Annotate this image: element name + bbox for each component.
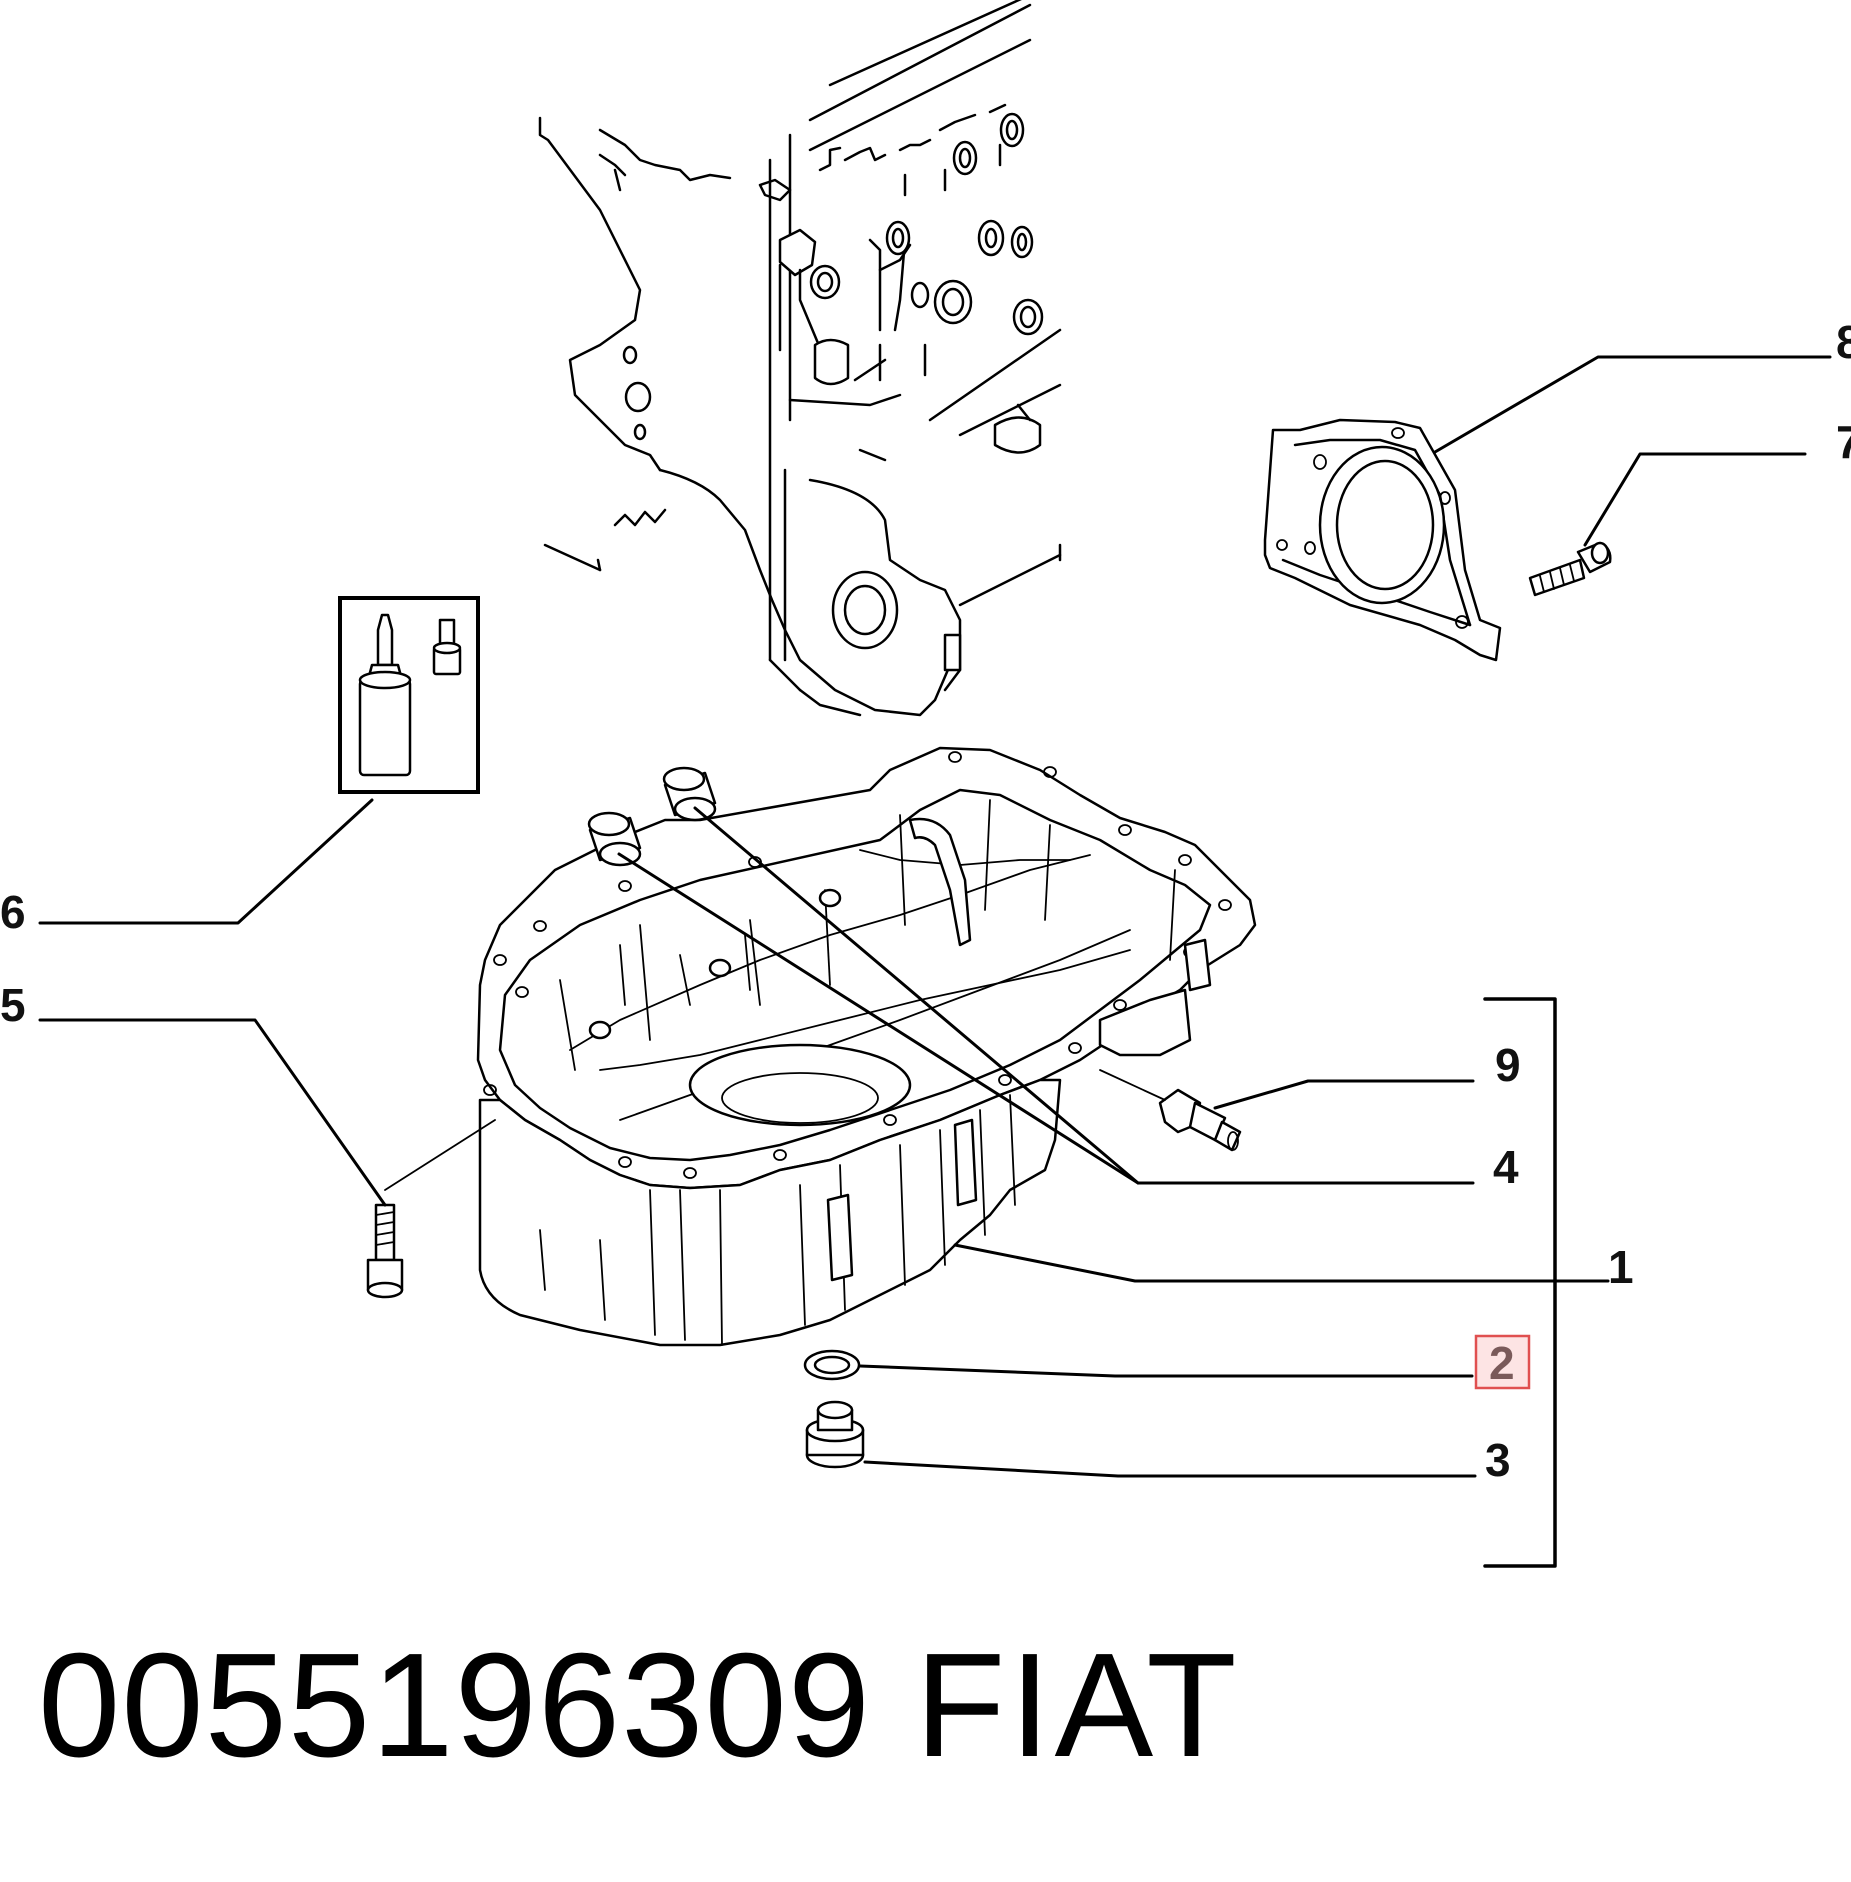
- callout-5: 5: [0, 979, 26, 1031]
- part-6-sealant-kit: [338, 596, 480, 794]
- part-number: 0055196309: [38, 1623, 872, 1788]
- callout-9: 9: [1495, 1039, 1521, 1091]
- callout-7: 7: [1836, 416, 1851, 468]
- part-8-rear-seal-housing: [1263, 418, 1502, 662]
- leader-lines: [38, 355, 1832, 1568]
- callout-labels: 8 7 6 5 9 4 1 2 3: [0, 316, 1851, 1486]
- part-5-bolt: [366, 1203, 404, 1299]
- part-4-dowel-sleeves: [587, 766, 717, 867]
- callout-2-highlight: [1474, 1334, 1531, 1390]
- callout-8: 8: [1836, 316, 1851, 368]
- part-2-washer: [803, 1349, 861, 1381]
- callout-3: 3: [1485, 1434, 1511, 1486]
- brand-name: FIAT: [915, 1623, 1241, 1788]
- engine-block-drawing: [538, 0, 1062, 717]
- part-3-drain-plug: [805, 1400, 865, 1469]
- part-1-oil-sump: [476, 746, 1257, 1347]
- part-7-bolt: [1528, 541, 1612, 597]
- part-9-fitting: [1158, 1088, 1242, 1152]
- callout-6: 6: [0, 886, 26, 938]
- callout-4: 4: [1493, 1141, 1519, 1193]
- callout-2: 2: [1489, 1337, 1515, 1389]
- callout-1: 1: [1608, 1241, 1634, 1293]
